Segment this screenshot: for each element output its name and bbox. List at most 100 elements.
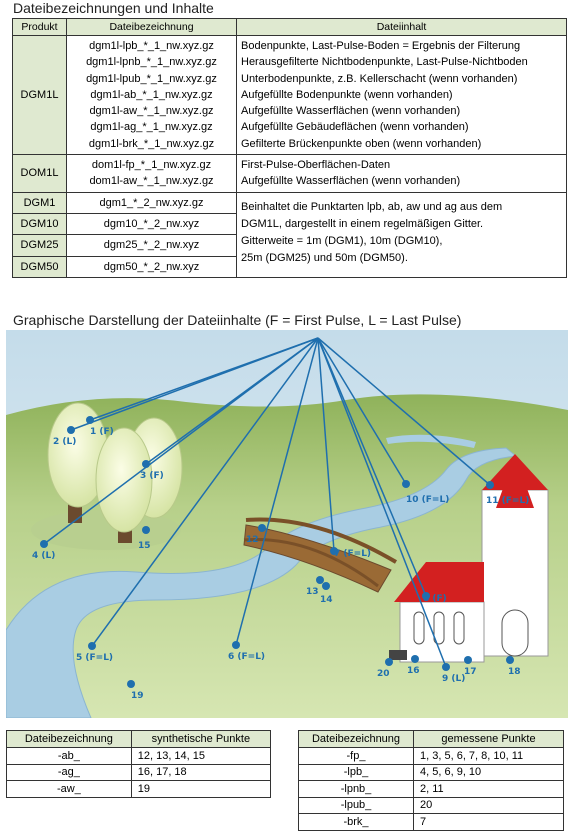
measurement-point bbox=[422, 592, 430, 600]
point-label: 14 bbox=[320, 595, 333, 605]
filename-cell: dgm1_*_2_nw.xyz.gz bbox=[66, 191, 237, 214]
laser-ray bbox=[317, 337, 427, 597]
table-row: -lpb_4, 5, 6, 9, 10 bbox=[297, 763, 564, 781]
laser-ray bbox=[317, 337, 407, 485]
measurement-point bbox=[411, 655, 419, 663]
table-row: DGM1 dgm1_*_2_nw.xyz.gz Beinhaltet die P… bbox=[12, 191, 567, 278]
point-label: 2 (L) bbox=[53, 437, 76, 447]
filename-cell: dgm25_*_2_nw.xyz bbox=[66, 234, 237, 257]
lidar-scene-illustration: 1 (F) 2 (L) 3 (F) 4 (L) 5 (F=L) 6 (F=L) 7 (F=L… bbox=[6, 330, 568, 718]
laser-ray bbox=[43, 337, 319, 545]
point-label: 8 (F) bbox=[423, 594, 447, 604]
point-label: 19 bbox=[131, 691, 144, 701]
col-header-filename: Dateibezeichnung bbox=[297, 730, 415, 748]
bridge-railing bbox=[243, 538, 379, 588]
product-cell: DGM50 bbox=[12, 255, 67, 278]
table-row: DOM1L dom1l-fp_*_1_nw.xyz.gz dom1l-aw_*_… bbox=[12, 154, 567, 193]
product-cell: DGM1L bbox=[12, 34, 67, 156]
table-row: -aw_19 bbox=[6, 780, 272, 798]
col-header-product: Produkt bbox=[12, 18, 67, 36]
measurement-point bbox=[86, 416, 94, 424]
table-row: -ab_12, 13, 14, 15 bbox=[6, 747, 272, 765]
synthetic-points-table: Dateibezeichnung synthetische Punkte -ab… bbox=[6, 730, 272, 798]
product-cell: DGM25 bbox=[12, 234, 67, 257]
laser-rays bbox=[43, 337, 491, 668]
heading-illustration: Graphische Darstellung der Dateiinhalte … bbox=[13, 312, 462, 328]
measurement-point bbox=[385, 658, 393, 666]
measurement-point bbox=[67, 426, 75, 434]
table-row: DGM50 dgm50_*_2_nw.xyz bbox=[12, 255, 567, 278]
measurement-point bbox=[322, 582, 330, 590]
measurement-point bbox=[127, 680, 135, 688]
content-cell: Bodenpunkte, Last-Pulse-Boden = Ergebnis… bbox=[236, 34, 567, 156]
measurement-point bbox=[402, 480, 410, 488]
laser-ray bbox=[317, 337, 447, 668]
laser-ray bbox=[235, 337, 319, 646]
filename-cell: dgm1l-lpb_*_1_nw.xyz.gz dgm1l-lpnb_*_1_n… bbox=[66, 34, 237, 156]
filename-cell: dom1l-fp_*_1_nw.xyz.gz dom1l-aw_*_1_nw.x… bbox=[66, 154, 237, 193]
measurement-point bbox=[88, 642, 96, 650]
measurement-point bbox=[486, 481, 494, 489]
laser-ray bbox=[70, 337, 319, 431]
measurement-point bbox=[316, 576, 324, 584]
measurement-point bbox=[142, 526, 150, 534]
col-header-filename: Dateibezeichnung bbox=[6, 730, 132, 748]
filename-cell: dgm10_*_2_nw.xyz bbox=[66, 212, 237, 236]
content-cell: First-Pulse-Oberflächen-Daten Aufgefüllt… bbox=[236, 154, 567, 193]
point-label: 18 bbox=[508, 667, 521, 677]
river bbox=[6, 447, 518, 718]
point-label: 9 (L) bbox=[442, 674, 465, 684]
point-label: 12 bbox=[246, 535, 259, 545]
measurement-point bbox=[142, 460, 150, 468]
point-label: 5 (F=L) bbox=[76, 653, 113, 663]
table-row: DGM1L dgm1l-lpb_*_1_nw.xyz.gz dgm1l-lpnb… bbox=[12, 34, 567, 156]
church-door bbox=[501, 609, 529, 657]
measurement-points: 1 (F) 2 (L) 3 (F) 4 (L) 5 (F=L) 6 (F=L) 7 (F=L… bbox=[32, 416, 529, 701]
col-header-synthetic: synthetische Punkte bbox=[130, 730, 272, 748]
church-window bbox=[433, 611, 445, 645]
point-label: 17 bbox=[464, 667, 477, 677]
measurement-point bbox=[40, 540, 48, 548]
point-label: 7 (F=L) bbox=[334, 549, 371, 559]
product-cell: DOM1L bbox=[12, 154, 67, 193]
point-label: 11 (F=L) bbox=[486, 496, 529, 506]
church-window bbox=[453, 611, 465, 645]
tree-crown bbox=[95, 427, 153, 533]
measurement-point bbox=[232, 641, 240, 649]
laser-ray bbox=[317, 337, 491, 486]
church-window bbox=[413, 611, 425, 645]
bridge-railing bbox=[245, 517, 398, 564]
church-steps bbox=[389, 650, 407, 660]
measurement-point bbox=[330, 547, 338, 555]
measured-points-table: Dateibezeichnung gemessene Punkte -fp_1,… bbox=[297, 730, 564, 831]
table-row: -lpub_20 bbox=[297, 796, 564, 814]
col-header-content: Dateiinhalt bbox=[236, 18, 567, 36]
col-header-filename: Dateibezeichnung bbox=[66, 18, 237, 36]
point-label: 1 (F) bbox=[90, 427, 114, 437]
point-label: 15 bbox=[138, 541, 151, 551]
stream bbox=[386, 434, 476, 448]
point-label: 20 bbox=[377, 669, 390, 679]
table-row: DGM10 dgm10_*_2_nw.xyz bbox=[12, 212, 567, 236]
measurement-point bbox=[464, 656, 472, 664]
content-cell: Beinhaltet die Punktarten lpb, ab, aw un… bbox=[236, 191, 567, 278]
point-label: 6 (F=L) bbox=[228, 652, 265, 662]
point-label: 3 (F) bbox=[140, 471, 164, 481]
heading-file-names: Dateibezeichnungen und Inhalte bbox=[13, 0, 214, 16]
table-row: -ag_16, 17, 18 bbox=[6, 763, 272, 781]
church-tower-roof-top bbox=[496, 455, 534, 508]
measurement-point bbox=[506, 656, 514, 664]
point-label: 13 bbox=[306, 587, 319, 597]
point-label: 16 bbox=[407, 666, 420, 676]
measurement-point bbox=[258, 524, 266, 532]
filename-cell: dgm50_*_2_nw.xyz bbox=[66, 255, 237, 278]
measurement-point bbox=[442, 663, 450, 671]
point-label: 4 (L) bbox=[32, 551, 55, 561]
col-header-measured: gemessene Punkte bbox=[413, 730, 564, 748]
table-row: -fp_1, 3, 5, 6, 7, 8, 10, 11 bbox=[297, 747, 564, 765]
product-cell: DGM10 bbox=[12, 212, 67, 236]
point-label: 10 (F=L) bbox=[406, 495, 449, 505]
file-contents-table: Produkt Dateibezeichnung Dateiinhalt DGM… bbox=[12, 18, 567, 278]
laser-ray bbox=[317, 337, 335, 552]
table-row: -lpnb_2, 11 bbox=[297, 780, 564, 798]
